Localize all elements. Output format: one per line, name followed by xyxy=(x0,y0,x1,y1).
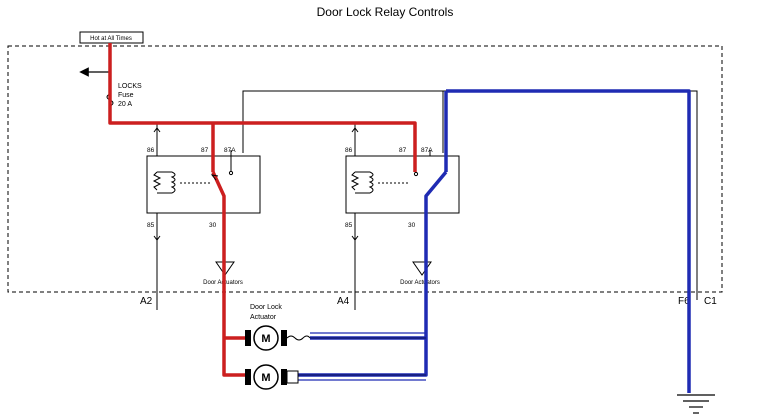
pin-87-label: 87 xyxy=(201,147,209,154)
connector-c1: C1 xyxy=(704,296,717,307)
power-source-box: Hot at All Times xyxy=(79,31,144,44)
pin-30-label: 30 xyxy=(209,222,217,229)
ground-parallel xyxy=(298,332,426,381)
door-lock-motor-2: M xyxy=(245,364,299,390)
ground-wire xyxy=(298,89,691,393)
locks-fuse: LOCKS Fuse 20 A xyxy=(106,83,142,108)
actuator-label-line2: Actuator xyxy=(250,314,277,321)
coil-icon xyxy=(170,171,176,194)
coil-icon xyxy=(368,171,374,194)
connector-f6: F6 xyxy=(678,296,690,307)
motor-icon xyxy=(253,325,279,351)
door-lock-motor-1: M xyxy=(245,325,311,351)
pin-30-label: 30 xyxy=(408,222,416,229)
pin-86-label: 86 xyxy=(345,147,353,154)
pin-87-label: 87 xyxy=(399,147,407,154)
resistor-icon xyxy=(152,171,162,191)
motor-symbol: M xyxy=(261,372,270,384)
actuator-label-line1: Door Lock xyxy=(250,304,282,311)
switch-arm xyxy=(210,174,219,181)
fuse-rating: 20 A xyxy=(118,101,132,108)
actuator-output-label: Door Actuators xyxy=(400,280,440,286)
resistor-icon xyxy=(350,171,360,191)
relay-left: 86 87 87A 85 30 xyxy=(146,147,261,229)
module-boundary xyxy=(7,45,723,293)
fuse-type: Fuse xyxy=(118,92,134,99)
connector-a2: A2 xyxy=(140,296,153,307)
contact-87-icon xyxy=(413,171,419,177)
connector-a4: A4 xyxy=(337,296,350,307)
relay-right: 86 87 87A 85 30 xyxy=(345,147,460,229)
power-source-label: Hot at All Times xyxy=(90,36,132,42)
motor-symbol: M xyxy=(261,333,270,345)
pin-85-label: 85 xyxy=(147,222,155,229)
contact-87a-icon xyxy=(228,170,234,176)
power-wire xyxy=(108,43,417,377)
ground-icon xyxy=(677,394,715,414)
actuator-output-right: Door Actuators xyxy=(400,261,440,286)
pin-85-label: 85 xyxy=(345,222,353,229)
fuse-name: LOCKS xyxy=(118,83,142,90)
pin-arrows xyxy=(153,127,359,241)
motor-icon xyxy=(253,364,279,390)
pin-87a-label: 87A xyxy=(224,147,236,154)
pin-87a-label: 87A xyxy=(421,147,433,154)
pin-86-label: 86 xyxy=(147,147,155,154)
diagram-title: Door Lock Relay Controls xyxy=(317,5,454,19)
ground-center xyxy=(298,337,426,376)
